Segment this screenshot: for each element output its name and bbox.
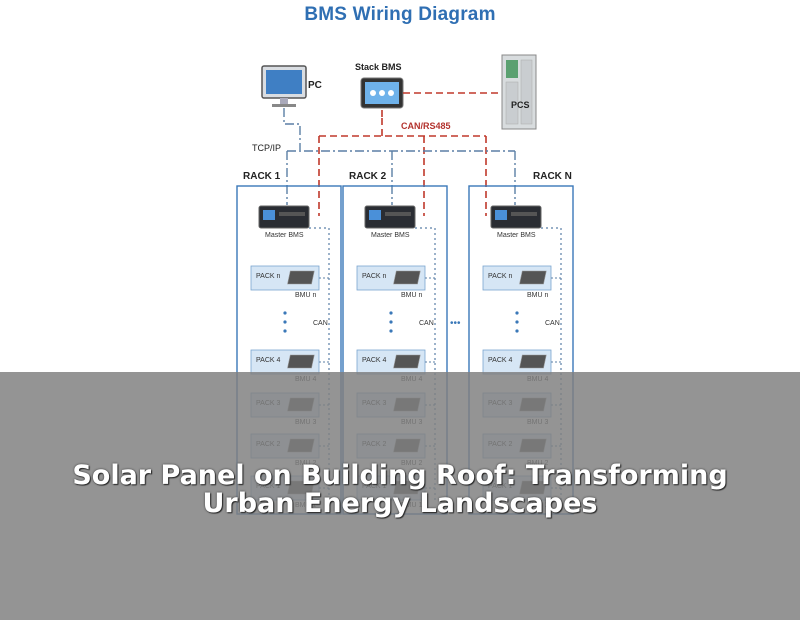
master-bms-slot-icon (385, 212, 411, 216)
rack-title: RACK 2 (349, 171, 387, 182)
stack-bms-label: Stack BMS (355, 62, 402, 72)
pack-label: PACK n (256, 273, 281, 280)
battery-module-icon (519, 270, 547, 285)
pack-gap-dot (283, 311, 287, 315)
master-bms-label: Master BMS (497, 232, 536, 239)
pack-label: PACK 4 (362, 357, 387, 364)
rack-title: RACK 1 (243, 171, 281, 182)
master-bms-label: Master BMS (371, 232, 410, 239)
pack-gap-dot (515, 311, 519, 315)
pcs-label: PCS (511, 100, 530, 110)
caption-overlay (0, 372, 800, 620)
pc-label: PC (308, 80, 322, 91)
master-bms-label: Master BMS (265, 232, 304, 239)
rack-title: RACK N (533, 171, 572, 182)
master-bms-screen-icon (495, 210, 507, 220)
battery-module-icon (287, 354, 315, 369)
battery-module-icon (519, 354, 547, 369)
pack-label: PACK 4 (256, 357, 281, 364)
can-label: CAN (313, 320, 328, 327)
master-bms-slot-icon (511, 212, 537, 216)
pack-gap-dot (283, 329, 287, 333)
pack-gap-dot (515, 329, 519, 333)
tcp-ip-bus (283, 108, 516, 205)
pack-gap-dot (389, 320, 393, 324)
pack-gap-dot (389, 311, 393, 315)
bmu-label: BMU n (401, 292, 423, 299)
can-rs485-label: CAN/RS485 (401, 121, 451, 131)
caption-title: Solar Panel on Building Roof: Transformi… (72, 460, 728, 519)
diagram-title: BMS Wiring Diagram (304, 4, 496, 25)
master-bms-slot-icon (279, 212, 305, 216)
pcs-cabinet-icon (501, 54, 537, 130)
tcp-ip-label: TCP/IP (252, 143, 282, 153)
battery-module-icon (393, 354, 421, 369)
pack-label: PACK n (488, 273, 513, 280)
pack-gap-dot (515, 320, 519, 324)
pack-gap-dot (283, 320, 287, 324)
pc-monitor-icon (261, 65, 307, 107)
bmu-label: BMU n (527, 292, 549, 299)
bmu-label: BMU n (295, 292, 317, 299)
rack-ellipsis: ••• (450, 318, 461, 329)
battery-module-icon (393, 270, 421, 285)
battery-module-icon (287, 270, 315, 285)
master-bms-screen-icon (369, 210, 381, 220)
stack-bms-device-icon (360, 77, 404, 109)
can-label: CAN (419, 320, 434, 327)
can-rs485-bus (318, 92, 500, 216)
pack-label: PACK n (362, 273, 387, 280)
can-label: CAN (545, 320, 560, 327)
pack-gap-dot (389, 329, 393, 333)
master-bms-screen-icon (263, 210, 275, 220)
pack-label: PACK 4 (488, 357, 513, 364)
